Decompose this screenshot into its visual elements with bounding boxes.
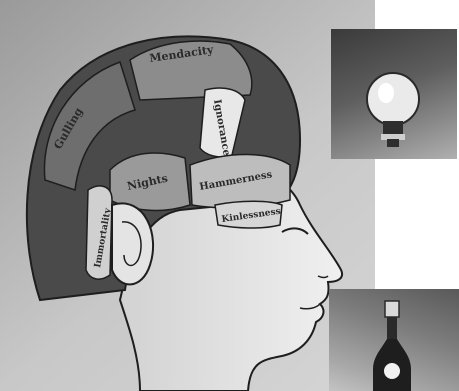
light-bulb-icon — [331, 29, 457, 159]
bottle-icon — [329, 289, 459, 391]
light-bulb-photo — [331, 29, 457, 159]
bottle-photo — [329, 289, 459, 391]
